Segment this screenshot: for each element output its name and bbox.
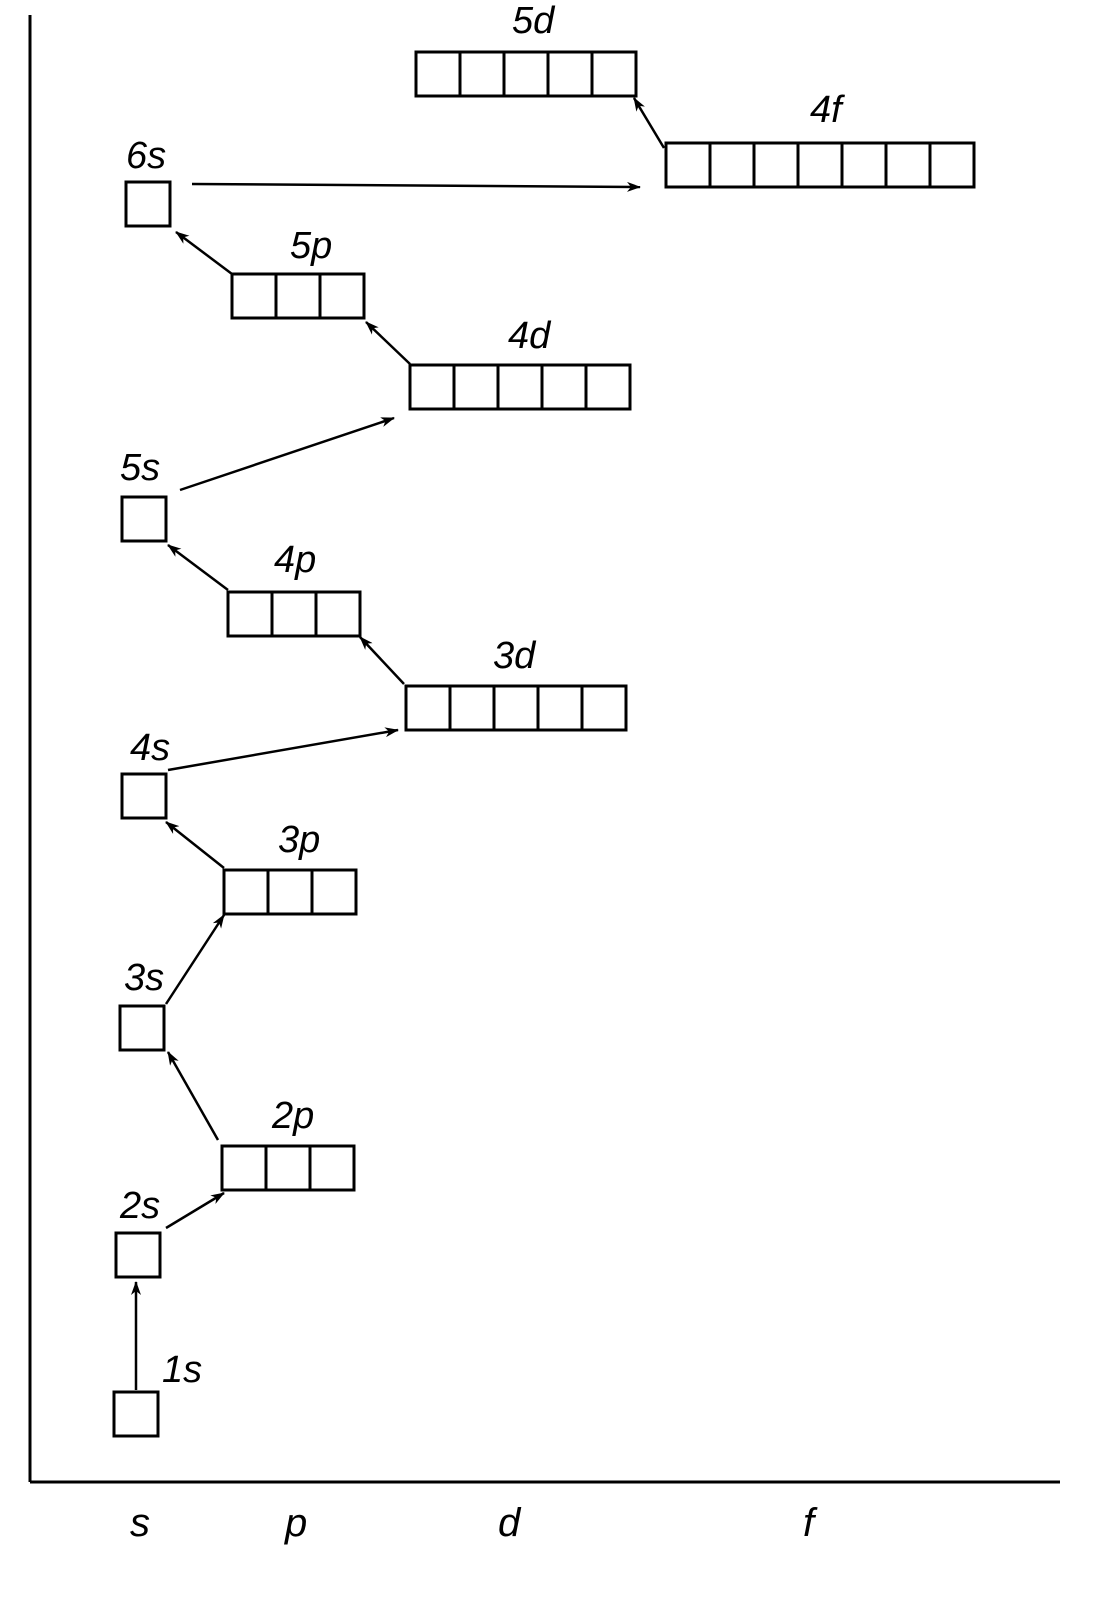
- orbital-box-4f-1: [664, 141, 712, 189]
- orbital-box-3d-2: [448, 684, 496, 732]
- orbital-box-4p-2: [270, 590, 318, 638]
- axis-label-p: p: [284, 1501, 307, 1545]
- orbital-box-4f-6: [884, 141, 932, 189]
- subshell-label-6s: 6s: [126, 135, 166, 177]
- orbital-box-3d-3: [492, 684, 540, 732]
- subshell-label-4s: 4s: [130, 727, 170, 769]
- subshell-label-2s: 2s: [119, 1185, 160, 1227]
- axis-label-d: d: [498, 1501, 522, 1545]
- subshell-label-4f: 4f: [810, 89, 845, 131]
- subshell-1s: 1s: [112, 1349, 202, 1438]
- subshell-label-5s: 5s: [120, 447, 160, 489]
- subshell-label-5p: 5p: [290, 225, 332, 267]
- arrow-5s-to-4d: [179, 416, 395, 492]
- arrow-6s-to-4f: [191, 181, 641, 192]
- orbital-box-4d-1: [408, 363, 456, 411]
- subshell-5d: 5d: [414, 0, 638, 98]
- orbital-box-4d-3: [496, 363, 544, 411]
- orbital-box-5p-1: [230, 272, 278, 320]
- subshell-4p: 4p: [226, 539, 362, 638]
- arrow-2s-to-2p: [165, 1191, 225, 1230]
- subshell-6s: 6s: [124, 135, 172, 228]
- subshell-5p: 5p: [230, 225, 366, 320]
- axis-label-s: s: [130, 1501, 150, 1545]
- orbital-box-4f-5: [840, 141, 888, 189]
- arrow-2p-to-3s: [166, 1051, 220, 1141]
- orbital-box-3p-1: [222, 868, 270, 916]
- subshell-label-5d: 5d: [512, 0, 556, 42]
- orbital-box-4p-1: [226, 590, 274, 638]
- subshell-label-3s: 3s: [124, 957, 164, 999]
- subshell-label-3d: 3d: [493, 635, 537, 677]
- orbital-box-3d-1: [404, 684, 452, 732]
- orbital-box-2p-3: [308, 1144, 356, 1192]
- orbital-box-6s-1: [124, 180, 172, 228]
- orbital-box-5d-3: [502, 50, 550, 98]
- arrow-5p-to-6s: [175, 231, 233, 275]
- arrow-3p-to-4s: [165, 821, 225, 869]
- subshell-label-4p: 4p: [274, 539, 316, 581]
- arrow-4s-to-3d: [167, 727, 399, 772]
- arrow-4p-to-5s: [167, 544, 229, 591]
- orbital-box-5s-1: [120, 495, 168, 543]
- subshell-3d: 3d: [404, 635, 628, 732]
- orbital-box-5p-3: [318, 272, 366, 320]
- orbital-box-2s-1: [114, 1231, 162, 1279]
- orbital-box-4f-2: [708, 141, 756, 189]
- subshell-3s: 3s: [118, 957, 166, 1052]
- subshell-label-1s: 1s: [162, 1349, 202, 1391]
- orbital-box-4f-3: [752, 141, 800, 189]
- orbital-box-4s-1: [120, 772, 168, 820]
- orbital-box-3d-4: [536, 684, 584, 732]
- orbital-box-5d-2: [458, 50, 506, 98]
- orbital-box-3d-5: [580, 684, 628, 732]
- orbital-box-1s-1: [112, 1390, 160, 1438]
- subshell-label-2p: 2p: [271, 1095, 314, 1137]
- filling-arrows: [131, 97, 666, 1390]
- orbital-box-5d-4: [546, 50, 594, 98]
- orbital-box-2p-2: [264, 1144, 312, 1192]
- orbital-box-5d-1: [414, 50, 462, 98]
- subshell-4f: 4f: [664, 89, 976, 189]
- subshell-5s: 5s: [120, 447, 168, 543]
- orbital-box-4d-2: [452, 363, 500, 411]
- subshell-4d: 4d: [408, 315, 632, 411]
- orbital-box-2p-1: [220, 1144, 268, 1192]
- orbital-box-4d-5: [584, 363, 632, 411]
- orbital-box-5p-2: [274, 272, 322, 320]
- orbital-box-4f-4: [796, 141, 844, 189]
- orbital-box-4f-7: [928, 141, 976, 189]
- subshell-2p: 2p: [220, 1095, 356, 1192]
- subshell-3p: 3p: [222, 819, 358, 916]
- subshell-groups: 1s 2s 2p 3s 3p 4s 3d 4p 5s 4d 5p 6s 4f 5d: [112, 0, 976, 1438]
- axis-label-f: f: [803, 1501, 818, 1545]
- arrow-3s-to-3p: [164, 914, 226, 1005]
- orbital-box-3p-3: [310, 868, 358, 916]
- orbital-box-4d-4: [540, 363, 588, 411]
- orbital-box-5d-5: [590, 50, 638, 98]
- arrow-3d-to-4p: [359, 636, 405, 685]
- arrow-4f-to-5d: [632, 97, 666, 149]
- arrow-4d-to-5p: [365, 321, 411, 365]
- orbital-box-4p-3: [314, 590, 362, 638]
- subshell-2s: 2s: [114, 1185, 162, 1279]
- orbital-box-3p-2: [266, 868, 314, 916]
- subshell-label-4d: 4d: [508, 315, 552, 357]
- subshell-4s: 4s: [120, 727, 170, 820]
- subshell-label-3p: 3p: [278, 819, 320, 861]
- orbital-box-3s-1: [118, 1004, 166, 1052]
